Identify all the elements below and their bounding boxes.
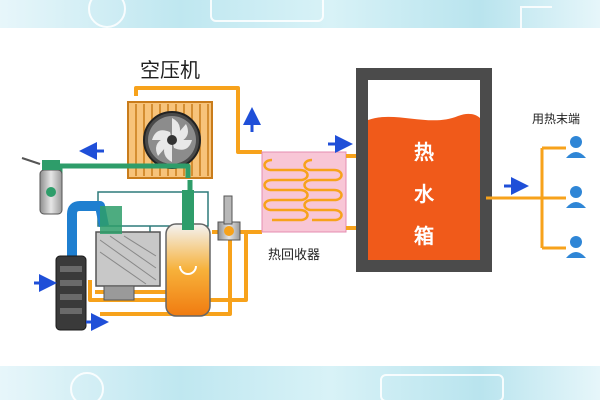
heat-recovery-label: 热回收器 [268, 248, 321, 263]
header-ring-decoration [88, 0, 126, 28]
heat-recovery-exchanger [261, 151, 347, 233]
footer-band [0, 366, 600, 406]
header-band [0, 0, 600, 34]
heat-users-label: 用热末端 [532, 112, 581, 126]
tank-label-char-1: 热 [414, 140, 434, 164]
header-box-decoration [210, 0, 324, 22]
fan-icon [143, 111, 201, 169]
tank-label-char-3: 箱 [414, 224, 434, 248]
air-filter [55, 255, 87, 331]
outlet-filter [21, 157, 63, 215]
hot-water-tank [356, 68, 492, 272]
tank-label-char-2: 水 [414, 182, 434, 206]
air-inlet-pipe [67, 201, 109, 260]
user-supply-line [486, 146, 566, 250]
compressor-label: 空压机 [140, 58, 200, 82]
user-icon [566, 136, 586, 258]
compressor-air-end [95, 206, 161, 301]
thermostatic-valve [217, 195, 241, 241]
header-bracket-decoration [520, 6, 552, 34]
flow-arrow-icon [34, 107, 529, 331]
oil-separator [165, 190, 211, 317]
